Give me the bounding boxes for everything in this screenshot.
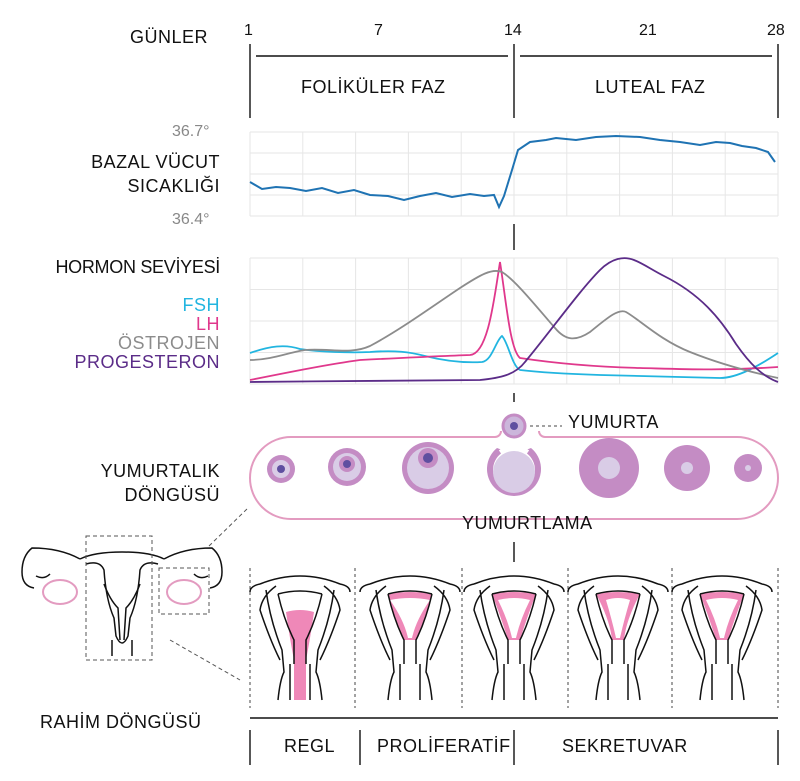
corpus-luteum-1 [579, 438, 639, 498]
hormone-lines [249, 257, 779, 383]
temperature-grid [249, 131, 779, 217]
luteal-phase-label: LUTEAL FAZ [595, 77, 706, 97]
days-label: GÜNLER [130, 27, 209, 47]
uterus-panel-1 [249, 575, 351, 701]
day-tick-21: 21 [639, 22, 657, 39]
uterus-cavity [390, 598, 430, 638]
legend-fsh: FSH [182, 295, 220, 315]
ovulation-label: YUMURTLAMA [462, 513, 593, 533]
ovary-capsule [249, 430, 779, 520]
proliferative-phase-label: PROLİFERATİF [377, 736, 511, 756]
day-timeline [249, 44, 779, 118]
ovary-label-line1: YUMURTALIK [100, 461, 220, 481]
follicle-ruptured [486, 445, 541, 496]
follicle-2 [328, 448, 366, 486]
temperature-max: 36.7° [172, 123, 210, 140]
corpus-luteum-2 [664, 445, 710, 491]
uterus-cavity [498, 598, 530, 638]
day-tick-7: 7 [374, 22, 383, 39]
temperature-min: 36.4° [172, 211, 210, 228]
egg-label: YUMURTA [568, 412, 659, 432]
day-tick-1: 1 [244, 22, 253, 39]
secretory-phase-label: SEKRETUVAR [562, 736, 688, 756]
legend-estrogen: ÖSTROJEN [117, 333, 220, 353]
uterus-cavity [606, 598, 630, 638]
hormone-line-2 [249, 261, 779, 381]
corpus-albicans [734, 454, 762, 482]
ovary-label-line2: DÖNGÜSÜ [124, 485, 220, 505]
uterus-lining [286, 610, 314, 700]
uterus-panel-3 [463, 575, 565, 701]
day-tick-28: 28 [767, 22, 785, 39]
legend-lh: LH [195, 314, 220, 334]
uterus-outline [567, 575, 669, 701]
uterus-panel-4 [567, 575, 669, 701]
uterus-outline [671, 575, 773, 701]
hormone-title: HORMON SEVİYESİ [55, 257, 220, 277]
uterus-cycle-row [249, 568, 779, 708]
uterus-panel-5 [671, 575, 773, 701]
zoom-boxes [85, 507, 249, 681]
hormone-line-4 [249, 257, 779, 383]
uterus-panel-2 [359, 575, 461, 701]
ovary-left-icon [42, 579, 78, 605]
uterus-timeline [249, 717, 779, 765]
day-tick-14: 14 [504, 22, 522, 39]
follicle-1 [267, 455, 295, 483]
uterus-outline [249, 575, 351, 701]
menstrual-phase-label: REGL [284, 736, 336, 756]
reproductive-system-icon [21, 547, 223, 656]
egg [501, 413, 562, 439]
hormone-line-1 [249, 334, 779, 379]
follicular-phase-label: FOLİKÜLER FAZ [301, 77, 446, 97]
uterus-label: RAHİM DÖNGÜSÜ [40, 712, 202, 732]
uterus-outline [359, 575, 461, 701]
ovary-right-icon [166, 579, 202, 605]
follicle-3 [402, 442, 454, 494]
legend-progesterone: PROGESTERON [74, 352, 220, 372]
ovary-capsule-left-hook [494, 430, 502, 438]
temperature-label-line2: SICAKLIĞI [127, 176, 220, 196]
temperature-label-line1: BAZAL VÜCUT [91, 152, 220, 172]
uterus-outline [463, 575, 565, 701]
uterus-cavity [706, 598, 738, 638]
hormone-line-3 [249, 270, 779, 379]
temperature-line [249, 134, 776, 210]
